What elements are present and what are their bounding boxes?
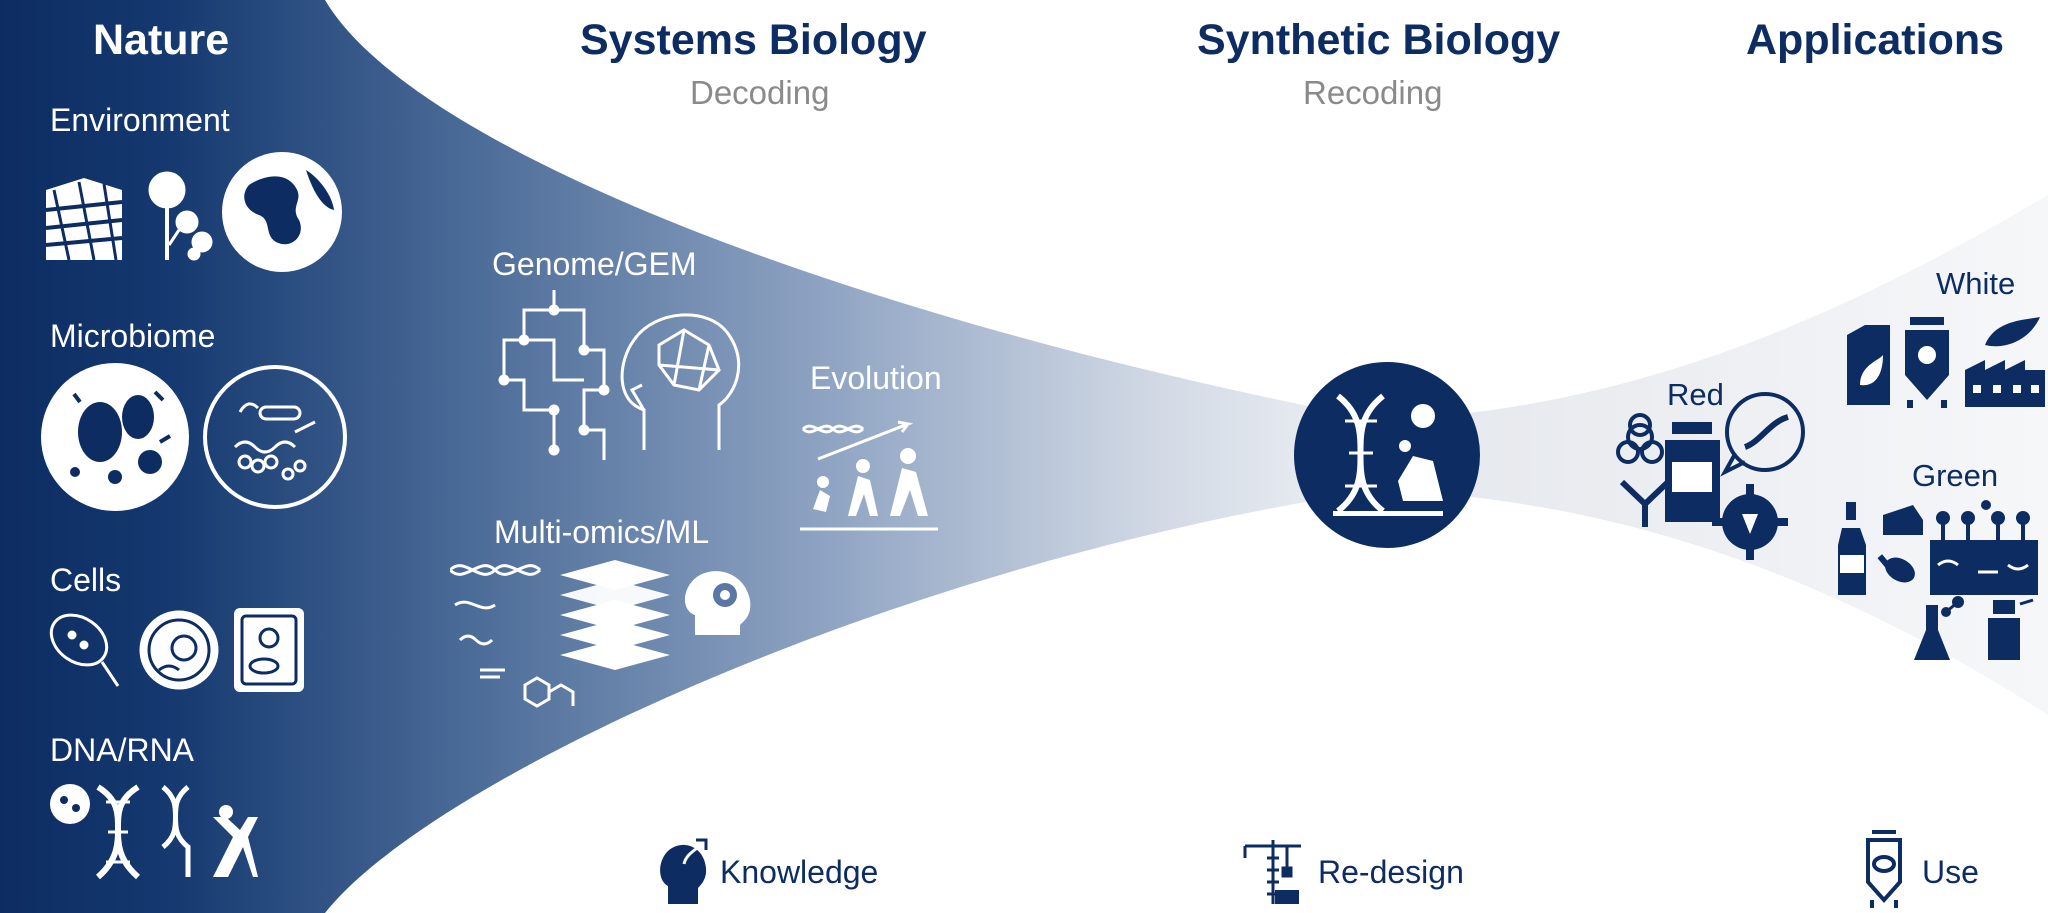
animal-cell-icon — [139, 610, 219, 690]
red-biotech-icons — [1616, 392, 1805, 560]
wine-bottle-icon — [1838, 502, 1866, 595]
green-factory-icon — [1965, 317, 2045, 407]
molecule-icon — [50, 784, 90, 824]
applications-header: Applications — [1746, 16, 2005, 64]
bacteria-dish-icon — [203, 365, 347, 509]
dna-rna-label: DNA/RNA — [50, 732, 195, 768]
cells-icons — [49, 608, 304, 692]
globe-icon — [222, 152, 342, 272]
meat-icon — [1877, 554, 1915, 583]
recoding-subtitle: Recoding — [1303, 74, 1443, 111]
bacterium-icon — [49, 613, 120, 687]
dna-trend-icon — [801, 420, 914, 461]
microbe-dish-icon — [41, 363, 189, 511]
dna-sequence-icon — [450, 564, 542, 679]
plant-flask-icon — [1914, 596, 1964, 660]
white-label: White — [1936, 266, 2016, 301]
crane-icon — [1243, 840, 1301, 904]
antibody-icon — [1619, 479, 1671, 527]
metabolic-network-icon — [498, 290, 610, 460]
red-label: Red — [1667, 377, 1724, 412]
plant-cell-icon — [234, 608, 304, 692]
cheese-icon — [1883, 505, 1923, 535]
hydroponic-farm-icon — [1930, 500, 2038, 595]
decoding-subtitle: Decoding — [690, 74, 830, 111]
chromosome-icon — [213, 805, 258, 877]
nature-header: Nature — [93, 16, 230, 64]
bioreactor-icon — [1905, 317, 1949, 408]
synthetic-biology-hub-icon — [1294, 362, 1480, 548]
rna-strand-icon — [161, 785, 191, 877]
genome-gem-icons — [498, 290, 740, 460]
ai-head-gear-icon — [684, 571, 751, 635]
multi-omics-ml-label: Multi-omics/ML — [494, 514, 710, 550]
cells-label: Cells — [50, 562, 122, 598]
biohazard-icon — [1616, 413, 1664, 464]
microbiome-icons — [41, 363, 347, 511]
left-funnel — [0, 0, 1380, 913]
medicine-bottle-icon — [1665, 422, 1720, 522]
canister-leaf-icon — [1847, 325, 1890, 405]
white-biotech-icons — [1847, 317, 2045, 408]
spray-bottle-icon — [1988, 598, 2034, 660]
data-layers-icon — [560, 560, 670, 670]
chemical-structure-icon — [523, 676, 575, 708]
brain-network-head-icon — [620, 313, 740, 450]
environment-label: Environment — [50, 102, 230, 138]
environment-icons — [45, 152, 342, 272]
evolution-icons — [800, 420, 938, 531]
synthetic-biology-header: Synthetic Biology — [1197, 16, 1561, 64]
virus-gear-icon — [1712, 484, 1788, 560]
evolution-label: Evolution — [810, 360, 942, 396]
green-biotech-icons — [1838, 500, 2038, 660]
multi-omics-ml-icons — [450, 560, 751, 708]
microbiome-label: Microbiome — [50, 318, 216, 354]
redesign-label: Re-design — [1318, 854, 1464, 890]
walking-people-icon — [813, 448, 928, 516]
systems-biology-header: Systems Biology — [580, 16, 927, 64]
green-label: Green — [1912, 458, 1999, 493]
genome-gem-label: Genome/GEM — [492, 246, 697, 282]
dna-helix-icon — [95, 784, 141, 880]
dna-speech-bubble-icon — [1720, 392, 1805, 477]
knowledge-head-icon — [660, 838, 708, 904]
bioreactor-use-icon — [1866, 830, 1902, 908]
knowledge-label: Knowledge — [720, 854, 879, 890]
use-label: Use — [1922, 854, 1979, 890]
landscape-icon — [45, 178, 123, 261]
trees-icon — [148, 171, 213, 261]
dna-rna-icons — [50, 784, 258, 880]
